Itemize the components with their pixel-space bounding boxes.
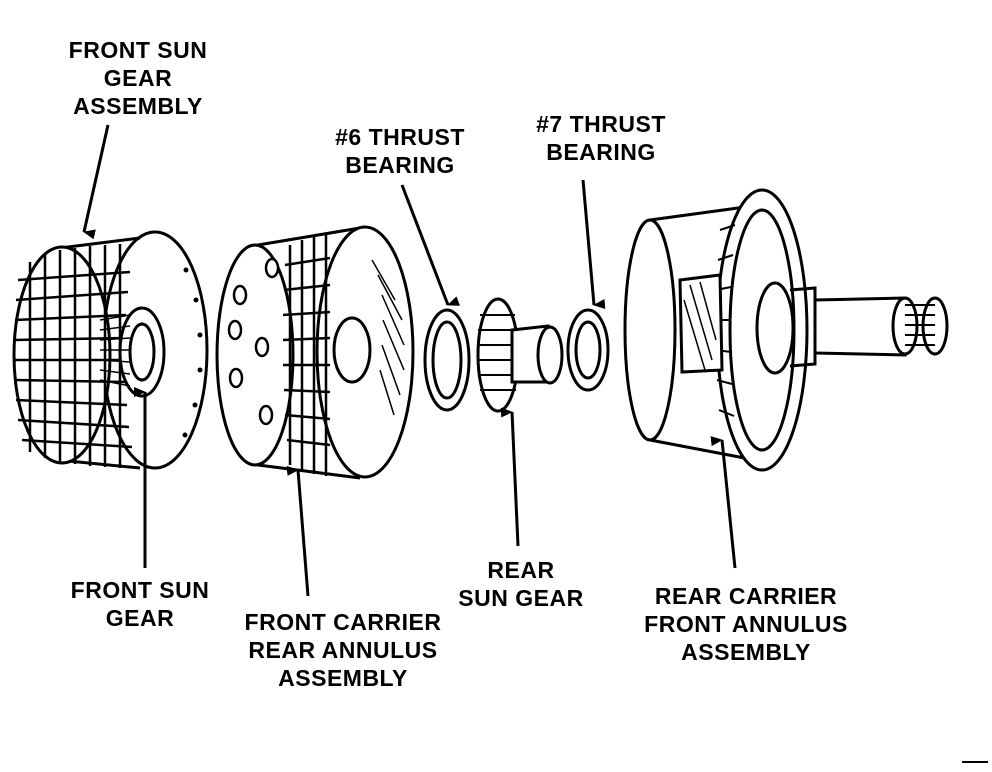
front-sun-gear-assembly-drawing (12, 230, 209, 470)
front-carrier-rear-annulus-drawing (215, 225, 415, 480)
label-rear-carrier-front-annulus: REAR CARRIER FRONT ANNULUS ASSEMBLY (644, 583, 848, 665)
arrow-rear-carrier-front-annulus (710, 436, 737, 569)
label-front-sun-gear: FRONT SUN GEAR (70, 577, 210, 631)
arrow-thrust-bearing-7 (581, 179, 606, 310)
thrust-bearing-6-drawing (423, 308, 471, 412)
arrow-rear-sun-gear (500, 407, 520, 547)
label-rear-sun-gear: REAR SUN GEAR (458, 557, 584, 611)
thrust-bearing-7-drawing (566, 308, 610, 392)
arrow-thrust-bearing-6 (400, 184, 461, 306)
label-front-carrier-rear-annulus: FRONT CARRIER REAR ANNULUS ASSEMBLY (244, 609, 442, 691)
arrow-front-sun-gear-assembly (82, 124, 110, 240)
arrow-front-carrier-rear-annulus (286, 465, 310, 597)
label-thrust-bearing-7: #7 THRUST BEARING (536, 111, 666, 165)
leader-arrows (82, 124, 737, 597)
label-thrust-bearing-6: #6 THRUST BEARING (335, 124, 465, 178)
label-front-sun-gear-assembly: FRONT SUN GEAR ASSEMBLY (68, 37, 208, 119)
rear-carrier-front-annulus-drawing (623, 188, 949, 472)
rear-sun-gear-drawing (476, 297, 564, 413)
